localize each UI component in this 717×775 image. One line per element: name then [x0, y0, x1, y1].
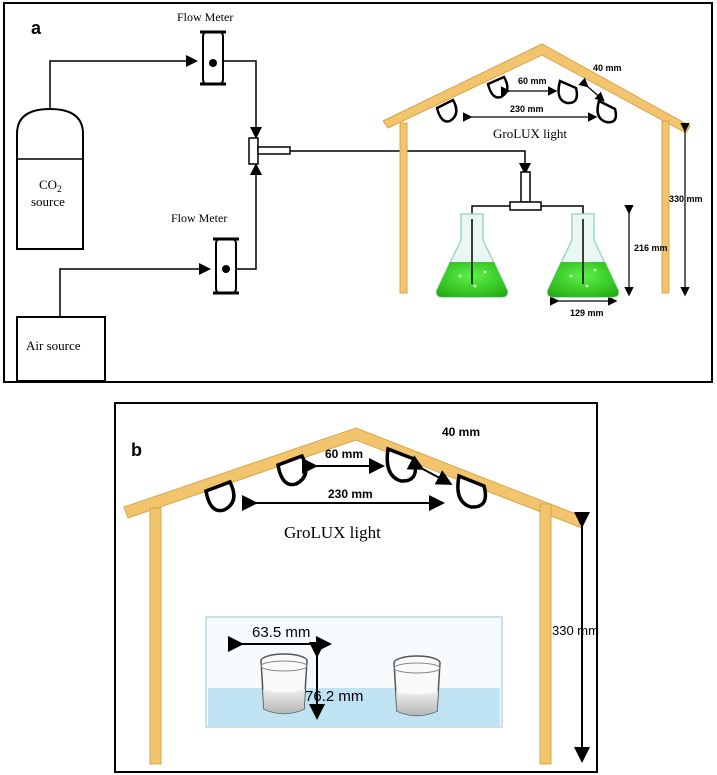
dim-762-label: 76.2 mm	[305, 688, 363, 705]
cup-left	[260, 653, 308, 715]
co2-to-mixer-tube	[223, 60, 262, 139]
panel-a: a CO2 source Air source Flow Meter Flow …	[3, 2, 713, 383]
mixed-gas-tube	[290, 150, 531, 175]
flow-meter-top-label: Flow Meter	[177, 10, 233, 24]
air-source-label: Air source	[26, 338, 81, 353]
panel-b: b 60 mm 40 mm 230 mm GroLUX light 330 mm	[114, 402, 599, 773]
co2-tube	[49, 55, 198, 109]
flow-meter-bottom-label: Flow Meter	[171, 211, 227, 225]
panel-a-label: a	[31, 18, 42, 38]
flow-meter-top	[200, 30, 226, 86]
panel-b-diagram: b 60 mm 40 mm 230 mm GroLUX light 330 mm	[123, 425, 599, 765]
flask-right	[546, 213, 620, 298]
flask-splitter	[471, 171, 584, 219]
dim-40-label: 40 mm	[593, 63, 622, 73]
co2-source-label-line1: CO2	[39, 177, 62, 194]
grolux-light-label-b: GroLUX light	[284, 523, 381, 542]
air-source-box	[16, 316, 106, 382]
air-to-mixer-tube	[236, 163, 262, 270]
dim-330-label-b: 330 mm	[552, 623, 599, 638]
flow-meter-bottom	[213, 237, 239, 295]
grow-chamber-frame	[382, 43, 691, 294]
panel-b-label: b	[131, 440, 142, 460]
dim-230-label: 230 mm	[510, 104, 544, 114]
mixing-t-connector	[248, 137, 291, 165]
dim-216-label: 216 mm	[634, 243, 668, 253]
cup-right	[393, 655, 441, 717]
water-tray	[205, 616, 503, 728]
panel-b-dimensions	[242, 455, 590, 763]
co2-source-label-line2: source	[31, 194, 65, 209]
dim-330-label: 330 mm	[669, 194, 703, 204]
dim-129-label: 129 mm	[570, 308, 604, 318]
panel-a-dimensions	[462, 77, 690, 306]
flask-left	[435, 213, 509, 298]
air-tube	[59, 263, 211, 317]
cup-dimensions	[228, 636, 332, 720]
dim-60-label-b: 60 mm	[325, 447, 363, 461]
dim-635-label: 63.5 mm	[252, 624, 310, 641]
co2-source-tank	[16, 107, 84, 250]
grolux-light-label: GroLUX light	[493, 126, 567, 141]
panel-a-diagram: a CO2 source Air source Flow Meter Flow …	[16, 10, 703, 382]
dim-40-label-b: 40 mm	[442, 425, 480, 439]
dim-230-label-b: 230 mm	[328, 487, 373, 501]
dim-60-label: 60 mm	[518, 76, 547, 86]
